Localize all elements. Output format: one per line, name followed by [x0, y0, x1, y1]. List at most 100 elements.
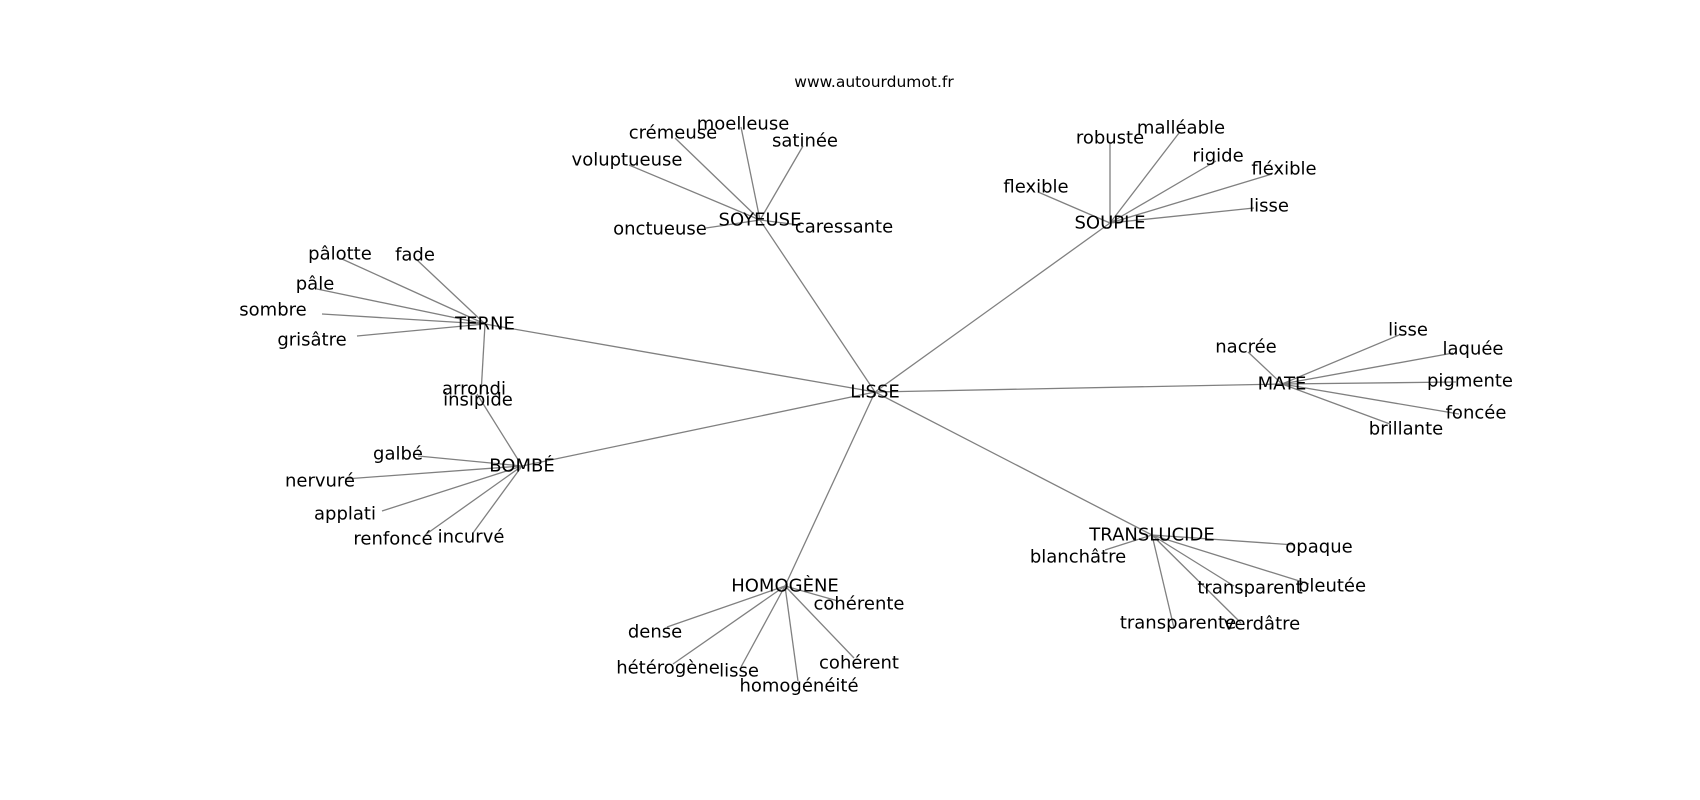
node-word: dense — [628, 622, 682, 643]
node-word: lisse — [1249, 196, 1289, 217]
node-word: brillante — [1369, 419, 1443, 440]
edge-terne-1 — [416, 259, 486, 325]
node-word: flexible — [1003, 177, 1068, 198]
edge-souple-2 — [1109, 160, 1217, 224]
node-hub-terne: TERNE — [454, 314, 515, 335]
edge-mate-3 — [1281, 381, 1457, 385]
edge-bombe-0 — [476, 393, 523, 467]
edge-center-souple — [874, 222, 1111, 393]
node-word: transparent — [1197, 578, 1302, 599]
node-word: nervuré — [285, 471, 355, 492]
node-word: insipide — [443, 390, 513, 411]
node-word: incurvé — [438, 527, 505, 548]
node-word: robuste — [1076, 128, 1144, 149]
node-center: LISSE — [850, 382, 900, 403]
node-word: moelleuse — [697, 114, 790, 135]
node-word: arrondi — [442, 379, 506, 400]
node-word: lisse — [719, 661, 759, 682]
node-word: pigmente — [1427, 371, 1513, 392]
edge-mate-2 — [1281, 352, 1454, 385]
edge-translucide-5 — [1151, 534, 1242, 624]
edge-soyeuse-2 — [759, 145, 804, 221]
edge-translucide-2 — [1151, 534, 1235, 587]
edge-bombe-1 — [417, 455, 523, 467]
node-hub-bombe: BOMBÉ — [489, 455, 554, 477]
edge-bombe-2 — [344, 465, 523, 480]
edge-soyeuse-0 — [674, 137, 761, 221]
edge-souple-3 — [1109, 173, 1273, 224]
edge-translucide-4 — [1151, 534, 1175, 629]
edge-homogene-2 — [672, 585, 786, 665]
node-word: homogénéité — [739, 676, 858, 697]
node-word: pâle — [296, 274, 335, 295]
edge-bombe-3 — [381, 465, 523, 512]
node-word: galbé — [373, 444, 423, 465]
edge-translucide-0 — [1104, 534, 1153, 551]
node-hub-mate: MATE — [1258, 374, 1307, 395]
edge-center-homogene — [784, 391, 876, 587]
node-word: caressante — [795, 217, 893, 238]
node-hub-soyeuse: SOYEUSE — [719, 210, 802, 231]
edge-mate-1 — [1281, 334, 1400, 385]
edge-terne-4 — [356, 323, 486, 337]
edge-terne-5 — [480, 323, 486, 395]
node-word: sombre — [239, 300, 306, 321]
edge-center-mate — [874, 383, 1283, 393]
graph-edges — [316, 126, 1460, 682]
edge-center-translucide — [874, 391, 1153, 536]
edge-terne-0 — [341, 258, 486, 325]
node-word: transparente — [1120, 613, 1236, 634]
node-word: grisâtre — [277, 330, 346, 351]
edge-soyeuse-1 — [740, 126, 761, 221]
edge-homogene-1 — [666, 585, 786, 628]
node-word: nacrée — [1215, 337, 1277, 358]
node-word: blanchâtre — [1030, 547, 1126, 568]
node-word: fléxible — [1251, 159, 1316, 180]
edge-souple-4 — [1037, 191, 1111, 224]
node-word: lisse — [1388, 320, 1428, 341]
node-word: crémeuse — [629, 123, 717, 144]
node-word: foncée — [1446, 403, 1507, 424]
node-word: cohérente — [813, 594, 904, 615]
edge-terne-3 — [321, 313, 486, 325]
edge-souple-5 — [1109, 207, 1255, 224]
node-word: bleutée — [1298, 576, 1366, 597]
node-word: satinée — [772, 131, 838, 152]
edge-center-soyeuse — [759, 219, 876, 393]
edge-terne-2 — [316, 288, 486, 325]
node-word: pâlotte — [308, 244, 372, 265]
edge-soyeuse-3 — [628, 164, 761, 221]
edge-soyeuse-5 — [759, 219, 800, 226]
edge-center-terne — [484, 323, 876, 393]
edge-bombe-5 — [472, 465, 523, 534]
edge-homogene-4 — [784, 585, 799, 682]
edge-center-bombe — [521, 391, 876, 467]
edge-mate-5 — [1281, 383, 1391, 425]
edge-bombe-4 — [424, 465, 523, 536]
edge-homogene-3 — [740, 585, 786, 668]
node-word: hétérogène — [616, 658, 720, 679]
node-word: voluptueuse — [572, 150, 683, 171]
graph-labels: www.autourdumot.fr LISSESOYEUSEcrémeusem… — [239, 73, 1513, 697]
node-word: fade — [395, 245, 435, 266]
edge-soyeuse-4 — [705, 219, 761, 229]
node-word: verdâtre — [1224, 614, 1300, 635]
node-word: laquée — [1442, 339, 1503, 360]
source-url: www.autourdumot.fr — [794, 73, 954, 91]
node-word: cohérent — [819, 653, 899, 674]
node-word: renfoncé — [353, 529, 432, 550]
node-word: applati — [314, 504, 376, 525]
node-word: rigide — [1192, 146, 1243, 167]
node-word: malléable — [1137, 118, 1225, 139]
edge-translucide-3 — [1151, 534, 1310, 585]
node-hub-translucide: TRANSLUCIDE — [1088, 525, 1214, 546]
node-word: opaque — [1285, 537, 1352, 558]
edge-homogene-0 — [784, 585, 839, 602]
edge-mate-4 — [1281, 383, 1460, 415]
node-word: onctueuse — [613, 219, 707, 240]
node-hub-homogene: HOMOGÈNE — [731, 575, 839, 597]
node-hub-souple: SOUPLE — [1074, 213, 1145, 234]
edge-mate-0 — [1247, 351, 1283, 385]
edge-homogene-5 — [784, 585, 855, 659]
